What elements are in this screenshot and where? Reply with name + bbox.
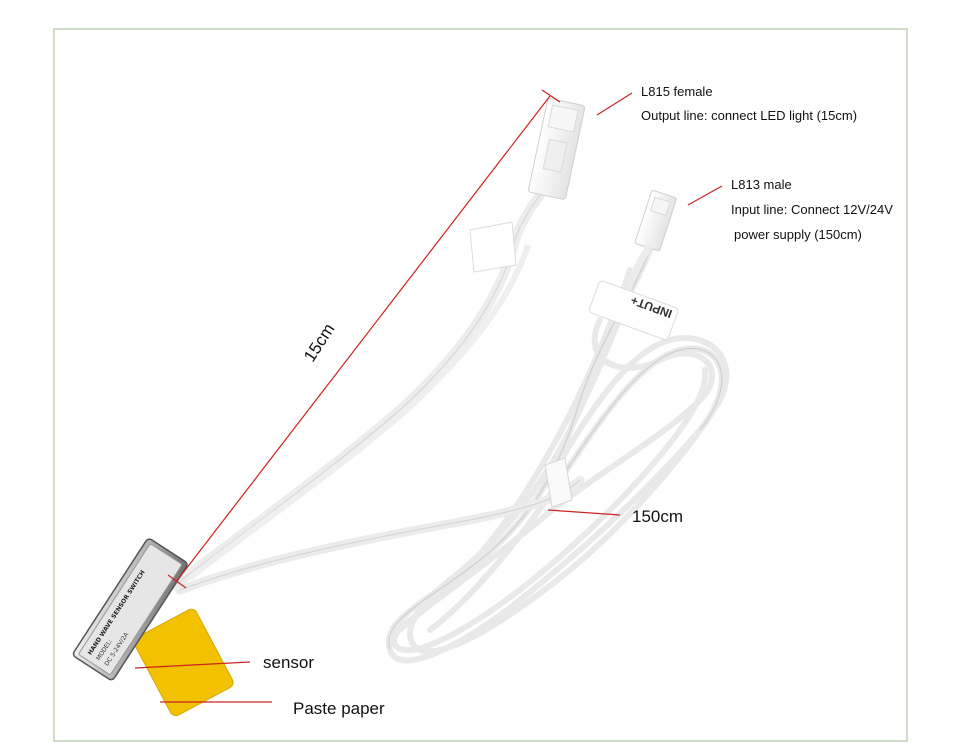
male-plug-description-line1: Input line: Connect 12V/24V <box>731 202 893 217</box>
male-plug <box>634 190 677 252</box>
dimension-line-15cm <box>167 89 561 589</box>
leader-male <box>687 185 723 206</box>
female-plug <box>528 98 586 200</box>
male-plug-description-line2: power supply (150cm) <box>734 227 862 242</box>
female-plug-description: Output line: connect LED light (15cm) <box>641 108 858 123</box>
leader-lines <box>134 92 723 703</box>
male-plug-title: L813 male <box>731 177 792 192</box>
paste-paper-label: Paste paper <box>293 699 385 718</box>
cable-tie-coil <box>544 457 573 508</box>
length-150cm-label: 150cm <box>632 507 684 526</box>
sensor-label: sensor <box>263 653 315 672</box>
leader-female <box>596 92 633 116</box>
female-plug-title: L815 female <box>641 84 713 99</box>
cable-tie-short <box>469 221 517 273</box>
leader-sensor <box>134 661 251 669</box>
paste-paper <box>133 608 234 717</box>
leader-150cm <box>547 509 621 516</box>
input-tag <box>588 280 679 341</box>
